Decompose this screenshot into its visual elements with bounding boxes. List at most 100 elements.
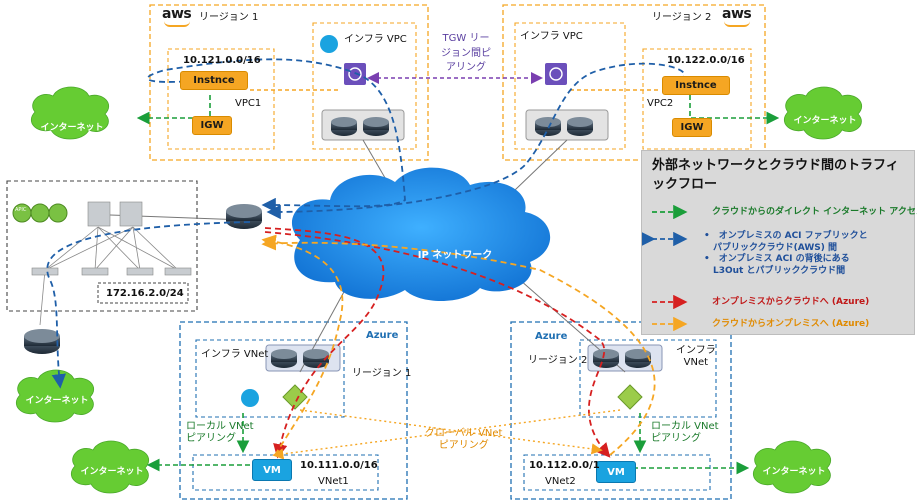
vpc1-igw: IGW	[192, 116, 232, 135]
green-flow-arrow	[689, 95, 780, 125]
vpc1-instance: Instnce	[180, 71, 248, 90]
internet-label-azure1: インターネット	[80, 467, 144, 477]
vpc2-box	[642, 48, 752, 150]
internet-cloud-azure1	[70, 440, 150, 494]
apic-icons	[12, 203, 68, 223]
onprem-subnet-label: 172.16.2.0/24	[106, 288, 184, 299]
ip-network-label: IP ネットワーク	[417, 250, 493, 261]
legend-blue-line-3: • オンプレミス ACI の背後にある	[704, 254, 850, 265]
azure-logo-2: Azure	[535, 331, 568, 342]
legend-blue-line-2: パブリッククラウド(AWS) 間	[704, 242, 837, 253]
red-flow-arrow	[264, 227, 385, 459]
leaf-switch-icon	[164, 267, 192, 276]
legend-item-orange: クラウドからオンプレミスへ (Azure)	[712, 319, 870, 329]
global-peering-line-1: グローバル VNet	[425, 428, 503, 439]
vnet1-label: VNet1	[318, 476, 349, 487]
router-icon	[535, 117, 561, 136]
red-flow-arrow	[264, 231, 611, 458]
azure-region-1-box	[179, 321, 408, 500]
infra-vpc-1-label: インフラ VPC	[344, 34, 407, 45]
azure-region-1-label: リージョン 1	[352, 368, 412, 379]
server-icon	[87, 201, 111, 227]
vnet2-label: VNet2	[545, 476, 576, 487]
tgw-icon	[545, 63, 567, 85]
blue-flow-arrow	[266, 62, 686, 220]
cloud-apic-icon	[320, 35, 338, 53]
legend-item-green: クラウドからのダイレクト インターネット アクセス	[712, 207, 917, 217]
azure-logo-1: Azure	[366, 330, 399, 341]
internet-label-onprem: インターネット	[25, 396, 89, 406]
internet-label-aws2: インターネット	[793, 116, 857, 126]
azure-infra-vnet-1-label: インフラ VNet	[201, 349, 269, 360]
router-icon	[363, 117, 389, 136]
vnet2-cidr: 10.112.0.0/1	[529, 460, 600, 471]
internet-cloud-azure2	[752, 440, 832, 494]
onprem-spine-router-icon	[226, 204, 262, 229]
global-peering-line-2: ピアリング	[438, 439, 489, 451]
orange-flow-arrow	[261, 234, 344, 456]
cloud-apic-icons	[241, 35, 338, 407]
local-peering-line-1: ローカル VNet	[186, 421, 254, 432]
infra-vpc-2-label: インフラ VPC	[520, 31, 583, 42]
server-icon	[119, 201, 143, 227]
vm2-box: VM	[596, 461, 636, 483]
internet-cloud-onprem	[15, 369, 95, 423]
aws-region-2-label: リージョン 2	[652, 12, 712, 23]
orange-flow-arrow	[261, 236, 656, 456]
tgw-peering-line-2: ジョン間ピ	[441, 47, 491, 59]
local-peering-label-2: ローカル VNet ピアリング	[651, 421, 719, 444]
onprem-edge-router-icon	[24, 329, 60, 354]
vm1-box: VM	[252, 459, 292, 481]
azure-infra-vnet-1-box	[195, 339, 345, 418]
vpc2-igw: IGW	[672, 118, 712, 137]
onprem-subnet-box	[97, 282, 189, 304]
fabric-links	[39, 226, 179, 326]
apic-label: APIC	[15, 207, 27, 213]
vpc1-box	[167, 48, 275, 150]
azure-infra-vnet-2-line-2: VNet	[683, 356, 709, 368]
azure-infra-vnet-2-box	[579, 339, 717, 418]
blue-flow-arrow	[46, 221, 251, 389]
lb-icon	[617, 384, 643, 410]
router-icon	[625, 349, 651, 368]
leaf-switch-icon	[81, 267, 109, 276]
tgw-icon	[344, 63, 366, 85]
vnet1-cidr: 10.111.0.0/16	[300, 460, 378, 471]
legend-item-blue: • オンプレミスの ACI ファブリックと パブリッククラウド(AWS) 間 •…	[704, 231, 868, 278]
vpc2-label: VPC2	[647, 98, 674, 109]
internet-cloud-aws1	[30, 86, 110, 140]
local-peering-line-2: ピアリング	[651, 432, 701, 444]
apic-icon	[48, 203, 68, 223]
tgw-peering-line-3: アリング	[446, 62, 486, 73]
tgw-peering-line-1: TGW リー	[442, 33, 490, 44]
internet-label-azure2: インターネット	[762, 467, 826, 477]
onprem-box	[6, 180, 198, 312]
legend-panel: 外部ネットワークとクラウド間のトラフィックフロー クラウドからのダイレクト イン…	[641, 150, 917, 335]
azure-region-2-label: リージョン 2	[528, 355, 588, 366]
cloud-apic-icon	[241, 389, 259, 407]
azure-infra-vnet-2-label: インフラ VNet	[676, 345, 716, 368]
local-peering-label-1: ローカル VNet ピアリング	[186, 421, 254, 444]
global-peering-line	[299, 409, 603, 455]
router-icon	[567, 117, 593, 136]
aws-logo-2: aws	[722, 6, 752, 27]
onprem-server-icons	[31, 201, 192, 276]
azure-vnet2-box	[523, 454, 711, 491]
aws-region-1-label: リージョン 1	[199, 12, 259, 23]
internet-label-aws1: インターネット	[40, 123, 104, 133]
ip-network-cloud	[291, 167, 551, 302]
leaf-switch-icon	[31, 267, 59, 276]
aws-logo-1: aws	[162, 6, 192, 27]
router-icon	[271, 349, 297, 368]
azure-region-2-box	[510, 321, 732, 500]
local-peering-line-2: ピアリング	[186, 432, 236, 444]
legend-swatches	[642, 204, 688, 332]
azure-infra-vnet-2-line-1: インフラ	[676, 345, 716, 356]
local-peering-line-1: ローカル VNet	[651, 421, 719, 432]
leaf-switch-icon	[126, 267, 154, 276]
tgw-peering-label: TGW リー ジョン間ピ アリング	[441, 32, 491, 76]
legend-blue-line-1: • オンプレミスの ACI ファブリックと	[704, 231, 868, 241]
legend-blue-line-4: L3Out とパブリッククラウド間	[704, 266, 846, 277]
tgw-icons	[344, 63, 567, 85]
